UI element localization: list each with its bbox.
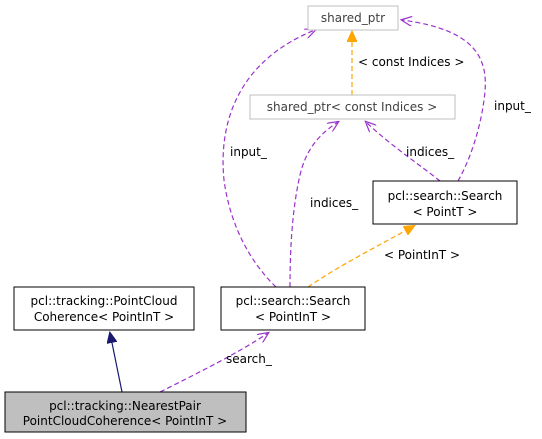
node-point-cloud-coherence-line2: Coherence< PointInT > xyxy=(34,310,174,324)
node-search-pointt-line2: < PointT > xyxy=(413,205,478,219)
edge-usage-input-right xyxy=(402,20,486,182)
edge-label-const-indices: < const Indices > xyxy=(358,55,464,69)
node-nearest-pair-line1: pcl::tracking::NearestPair xyxy=(49,399,201,413)
node-shared-ptr-const-indices[interactable]: shared_ptr< const Indices > xyxy=(249,94,456,120)
edge-label-pointint: < PointInT > xyxy=(384,248,460,262)
node-search-pointint-line1: pcl::search::Search xyxy=(236,294,351,308)
node-search-pointt-line1: pcl::search::Search xyxy=(388,189,503,203)
node-shared-ptr-label: shared_ptr xyxy=(321,11,385,25)
edge-usage-indices-left xyxy=(289,122,338,288)
node-nearest-pair[interactable]: pcl::tracking::NearestPair PointCloudCoh… xyxy=(4,391,247,433)
node-point-cloud-coherence[interactable]: pcl::tracking::PointCloud Coherence< Poi… xyxy=(13,286,195,331)
node-search-pointint-line2: < PointInT > xyxy=(255,310,331,324)
edge-usage-input-left xyxy=(222,30,315,288)
node-point-cloud-coherence-line1: pcl::tracking::PointCloud xyxy=(31,294,178,308)
edge-label-search: search_ xyxy=(226,352,273,366)
edge-label-input-left: input_ xyxy=(230,145,268,159)
node-nearest-pair-line2: PointCloudCoherence< PointInT > xyxy=(23,414,227,428)
edge-usage-search xyxy=(159,333,268,393)
edge-label-indices-left: indices_ xyxy=(310,196,359,210)
node-search-pointt[interactable]: pcl::search::Search < PointT > xyxy=(372,180,518,225)
edge-inheritance xyxy=(110,333,123,393)
node-shared-ptr[interactable]: shared_ptr xyxy=(307,5,399,31)
edge-label-input-right: input_ xyxy=(494,99,532,113)
edge-label-indices-right: indices_ xyxy=(406,145,455,159)
edge-usage-indices-right xyxy=(366,122,441,182)
edge-template-pointint xyxy=(307,226,414,288)
node-search-pointint[interactable]: pcl::search::Search < PointInT > xyxy=(220,286,366,331)
node-shared-ptr-const-indices-label: shared_ptr< const Indices > xyxy=(267,100,438,114)
